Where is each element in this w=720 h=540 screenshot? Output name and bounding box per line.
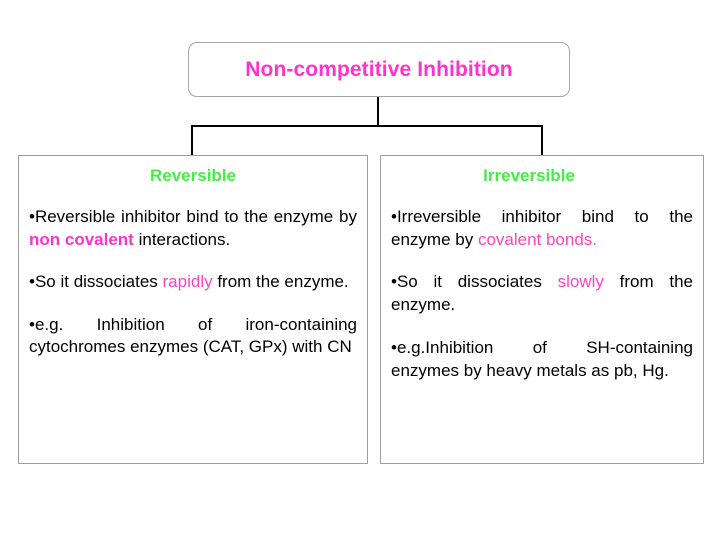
highlighted-text: slowly <box>557 271 604 291</box>
list-item: •Reversible inhibitor bind to the enzyme… <box>29 206 357 252</box>
list-item: •Irreversible inhibitor bind to the enzy… <box>391 206 693 252</box>
bullet-marker: • <box>29 271 35 291</box>
list-item: •e.g. Inhibition of iron-containing cyto… <box>29 314 357 360</box>
list-item: •So it dissociates slowly from the enzym… <box>391 271 693 317</box>
branch-header-reversible: Reversible <box>150 166 236 185</box>
branch-header-irreversible: Irreversible <box>483 166 575 185</box>
body-text: e.g. Inhibition of iron-containing cytoc… <box>29 314 357 357</box>
bullet-marker: • <box>29 207 35 227</box>
branch-box-reversible: Reversible •Reversible inhibitor bind to… <box>18 155 368 464</box>
highlighted-text: covalent bonds. <box>477 230 598 250</box>
bullet-marker: • <box>391 271 397 291</box>
bullet-list-reversible: •Reversible inhibitor bind to the enzyme… <box>29 206 357 359</box>
body-text: Irreversible inhibitor bind to the enzym… <box>391 207 693 250</box>
body-text: e.g.Inhibition of SH-containing enzymes … <box>391 338 693 381</box>
bullet-list-irreversible: •Irreversible inhibitor bind to the enzy… <box>391 206 693 383</box>
body-text: from the enzyme. <box>391 271 693 314</box>
bullet-marker: • <box>391 338 397 358</box>
body-text: So it dissociates <box>34 271 163 291</box>
title-node: Non-competitive Inhibition <box>188 42 570 97</box>
body-text: So it dissociates <box>396 271 558 291</box>
bullet-marker: • <box>391 207 397 227</box>
list-item: •So it dissociates rapidly from the enzy… <box>29 271 357 294</box>
body-text: Reversible inhibitor bind to the enzyme … <box>34 207 357 227</box>
connector-drop-left <box>191 125 193 156</box>
body-text: interactions. <box>133 230 231 250</box>
bullet-marker: • <box>29 314 35 334</box>
highlighted-text: rapidly <box>162 271 213 291</box>
page-title: Non-competitive Inhibition <box>245 57 513 81</box>
connector-stem <box>377 97 379 125</box>
connector-drop-right <box>541 125 543 156</box>
connector-horizontal-bar <box>191 125 543 127</box>
branch-box-irreversible: Irreversible •Irreversible inhibitor bin… <box>380 155 704 464</box>
highlighted-text: non covalent <box>29 230 134 250</box>
body-text: from the enzyme. <box>212 271 349 291</box>
list-item: •e.g.Inhibition of SH-containing enzymes… <box>391 337 693 383</box>
